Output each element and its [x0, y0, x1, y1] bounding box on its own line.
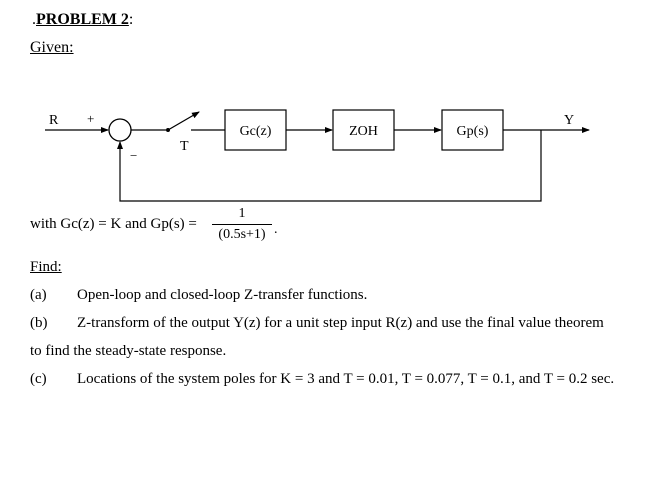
plus-sign: + — [87, 111, 94, 126]
problem-title: .PROBLEM 2: — [32, 11, 134, 28]
item-b-marker: (b) — [30, 315, 48, 331]
given-heading: Given: — [30, 39, 74, 56]
zoh-block-label: ZOH — [349, 124, 378, 139]
sampler-label: T — [180, 139, 189, 154]
given-equation: with Gc(z) = K and Gp(s) = — [30, 216, 197, 232]
problem-title-text: PROBLEM 2 — [36, 11, 129, 28]
plant-block-label: Gp(s) — [457, 124, 489, 139]
item-a-marker: (a) — [30, 287, 47, 303]
item-b-text: Z-transform of the output Y(z) for a uni… — [77, 315, 604, 331]
item-b-continuation: to find the steady-state response. — [30, 343, 227, 359]
item-c-marker: (c) — [30, 371, 47, 387]
equation-period: . — [274, 222, 278, 237]
plant-transfer-fraction: 1 (0.5s+1) — [212, 206, 272, 243]
fraction-bar — [212, 224, 272, 225]
item-c-text: Locations of the system poles for K = 3 … — [77, 371, 615, 387]
fraction-denominator: (0.5s+1) — [218, 227, 266, 242]
minus-sign: − — [130, 148, 137, 163]
input-label: R — [49, 113, 59, 128]
feedback-path — [117, 130, 542, 202]
item-a-text: Open-loop and closed-loop Z-transfer fun… — [77, 287, 368, 303]
fraction-numerator: 1 — [238, 206, 246, 221]
controller-block-label: Gc(z) — [240, 124, 272, 139]
sampler-switch-arm — [167, 111, 200, 131]
find-heading: Find: — [30, 259, 62, 275]
output-label: Y — [564, 113, 574, 128]
summing-junction — [108, 118, 132, 142]
